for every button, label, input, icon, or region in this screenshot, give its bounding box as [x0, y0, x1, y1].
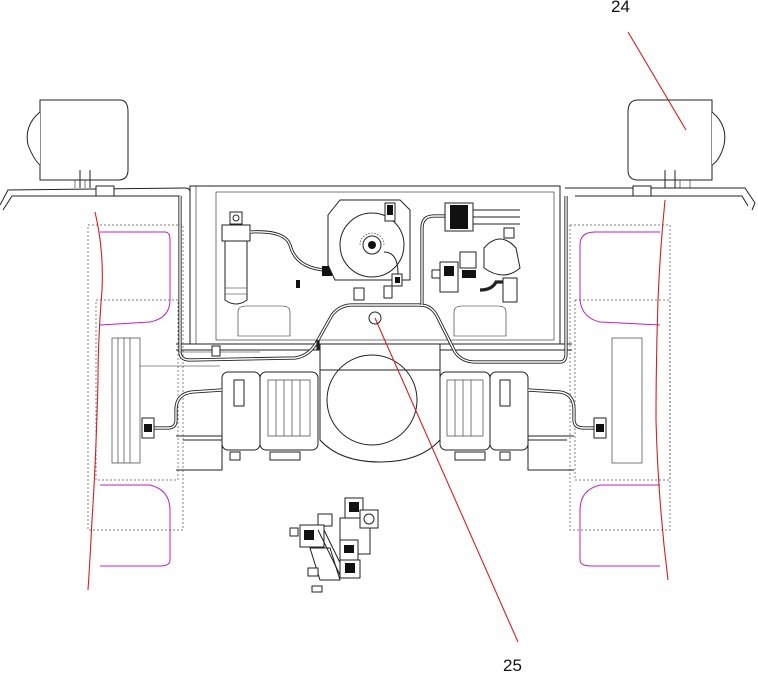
callout-25-target: [368, 311, 382, 325]
right-motors: [439, 371, 529, 461]
valve-block: [431, 202, 521, 303]
detail-valve-assembly: [289, 497, 379, 593]
pump-assembly: [327, 199, 411, 301]
leader-lines: [87, 31, 687, 643]
right-mirror: [627, 99, 726, 188]
axle-center: [319, 354, 441, 463]
right-mirror-arm: [565, 170, 756, 211]
leader-right-wheel: [655, 199, 669, 581]
right-wheel: [569, 224, 671, 567]
left-mirror: [26, 99, 129, 188]
leader-25: [374, 317, 519, 643]
left-motors: [221, 371, 319, 461]
leader-left-wheel: [87, 211, 103, 591]
left-wheel: [87, 224, 184, 567]
leader-24: [627, 31, 687, 131]
callout-label-25: 25: [503, 656, 522, 675]
hydraulic-filter: [221, 211, 251, 305]
callout-label-24: 24: [611, 0, 630, 16]
